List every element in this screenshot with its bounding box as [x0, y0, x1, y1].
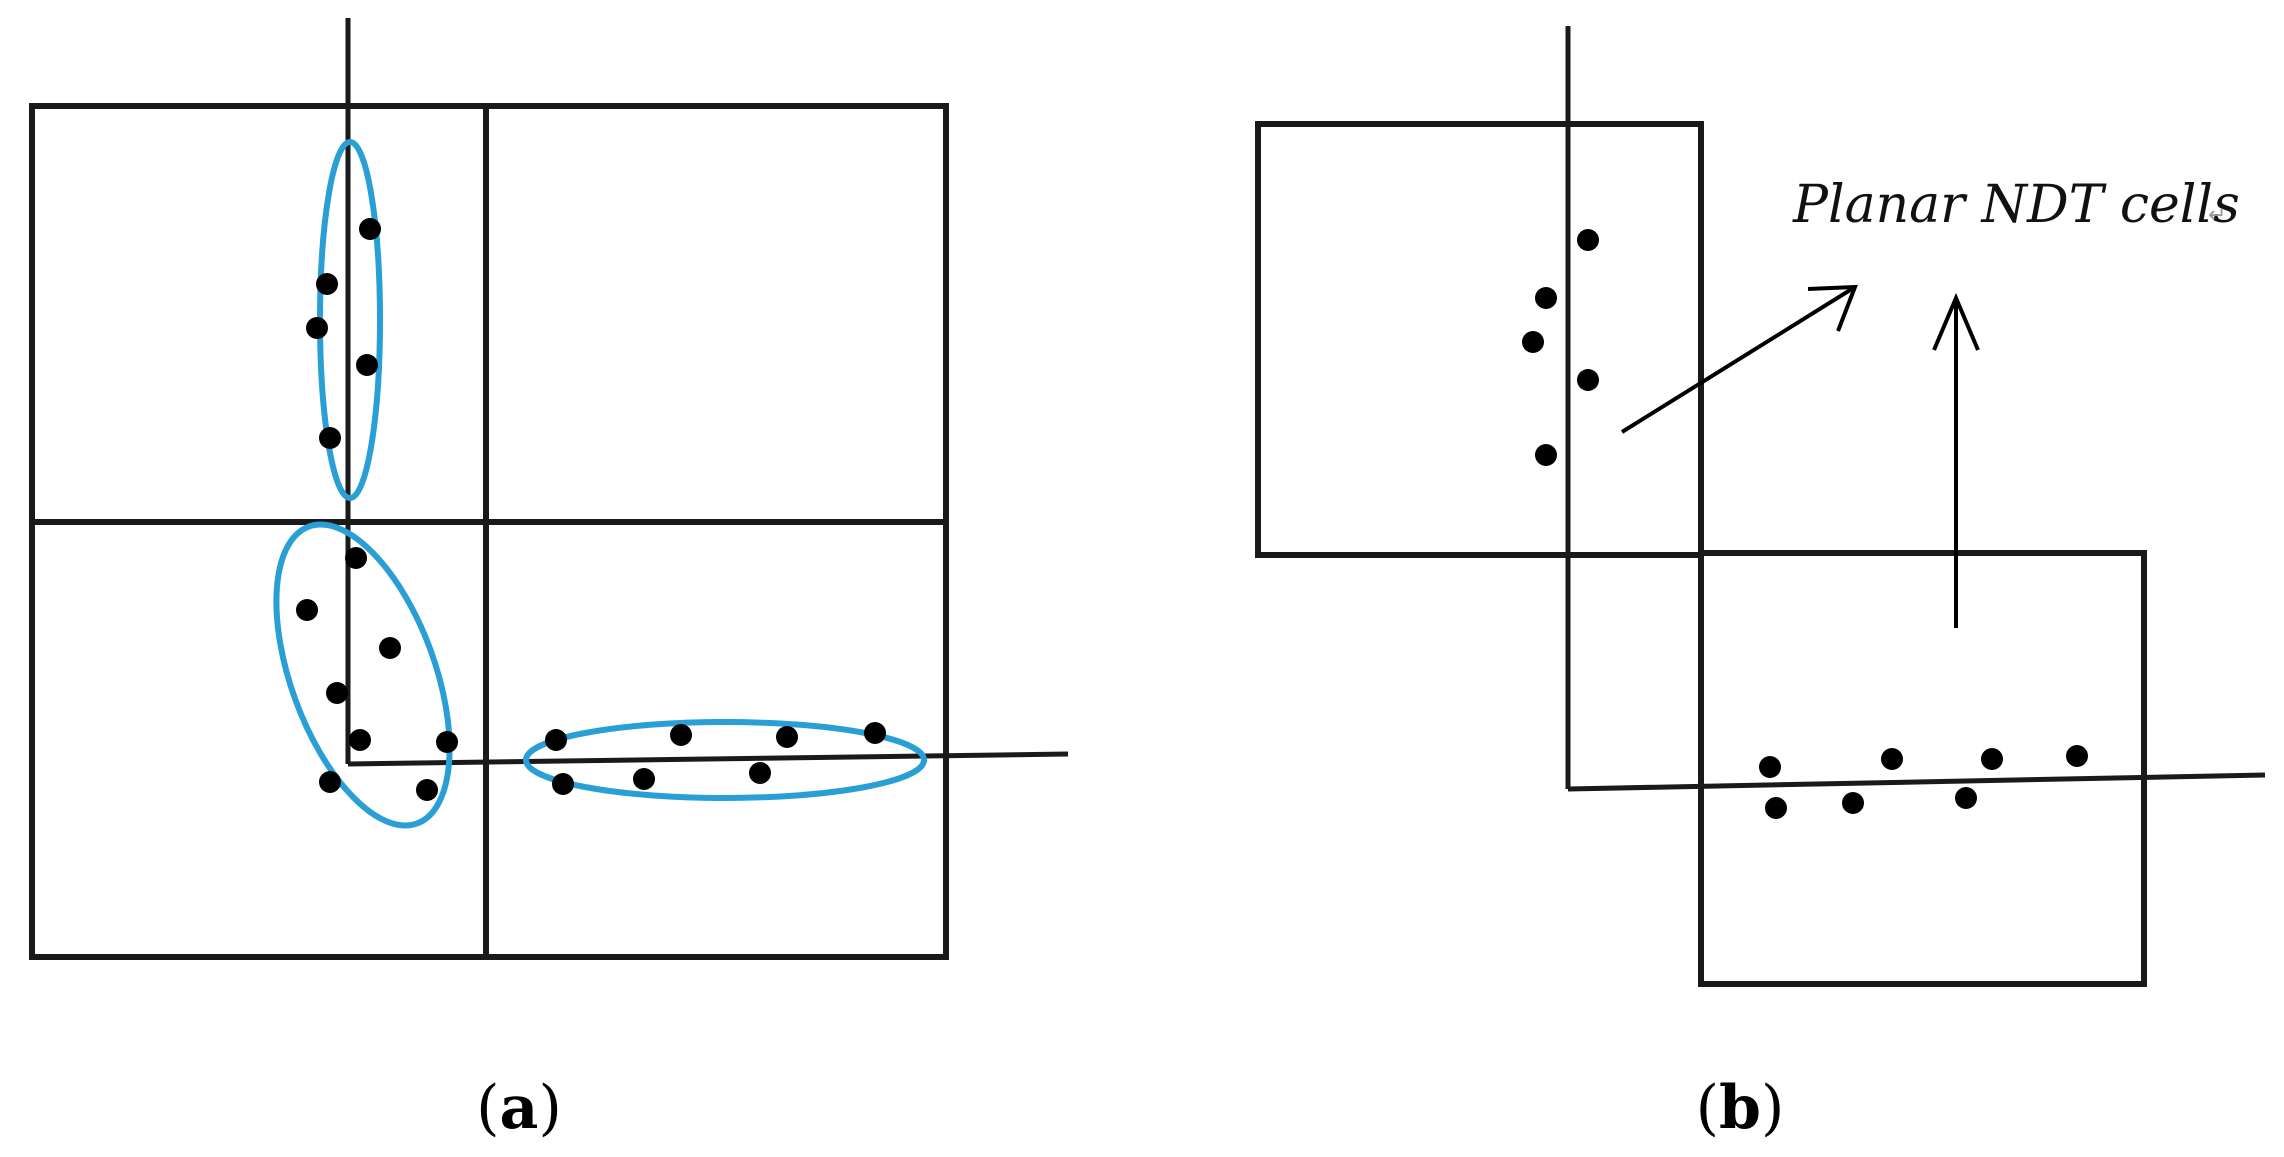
- panel-a-corner-cluster-ellipse: [273, 521, 453, 829]
- panel-b-points: [1522, 229, 2088, 819]
- panel-b: Planar NDT cells ↵ (b): [1255, 26, 2266, 1143]
- point: [319, 771, 341, 793]
- point: [356, 354, 378, 376]
- point: [1577, 229, 1599, 251]
- panel-b-horizontal-axis: [1567, 772, 2266, 792]
- point: [1955, 787, 1977, 809]
- point: [319, 427, 341, 449]
- panel-a-horizontal-cluster-ellipse: [523, 719, 927, 801]
- point: [1577, 369, 1599, 391]
- point: [359, 218, 381, 240]
- point: [1535, 444, 1557, 466]
- planar-ndt-cells-label: Planar NDT cells: [1792, 175, 2240, 235]
- point: [2066, 745, 2088, 767]
- point: [633, 768, 655, 790]
- point: [345, 547, 367, 569]
- panel-a-caption-letter: a: [500, 1073, 539, 1143]
- panel-a: (a): [29, 18, 1069, 1143]
- point: [1759, 756, 1781, 778]
- point: [1765, 797, 1787, 819]
- vertical-arrow: [1932, 292, 1980, 628]
- point: [296, 599, 318, 621]
- panel-a-points: [296, 218, 886, 801]
- panel-b-lower-cell: [1698, 550, 2147, 987]
- point: [316, 273, 338, 295]
- panel-b-caption: (b): [1696, 1073, 1785, 1143]
- diagonal-arrow: [1620, 284, 1858, 434]
- return-mark: ↵: [2208, 203, 2226, 228]
- panel-a-caption: (a): [476, 1073, 562, 1143]
- point: [1881, 748, 1903, 770]
- point: [1535, 287, 1557, 309]
- point: [1981, 748, 2003, 770]
- point: [349, 729, 371, 751]
- point: [552, 773, 574, 795]
- panel-a-horizontal-axis: [347, 751, 1069, 767]
- panel-b-caption-letter: b: [1719, 1073, 1761, 1143]
- point: [545, 729, 567, 751]
- point: [306, 317, 328, 339]
- point: [670, 724, 692, 746]
- point: [416, 779, 438, 801]
- point: [379, 637, 401, 659]
- point: [326, 682, 348, 704]
- point: [749, 762, 771, 784]
- point: [1842, 792, 1864, 814]
- point: [864, 722, 886, 744]
- point: [436, 731, 458, 753]
- panel-b-upper-cell: [1255, 121, 1704, 558]
- point: [1522, 331, 1544, 353]
- point: [776, 726, 798, 748]
